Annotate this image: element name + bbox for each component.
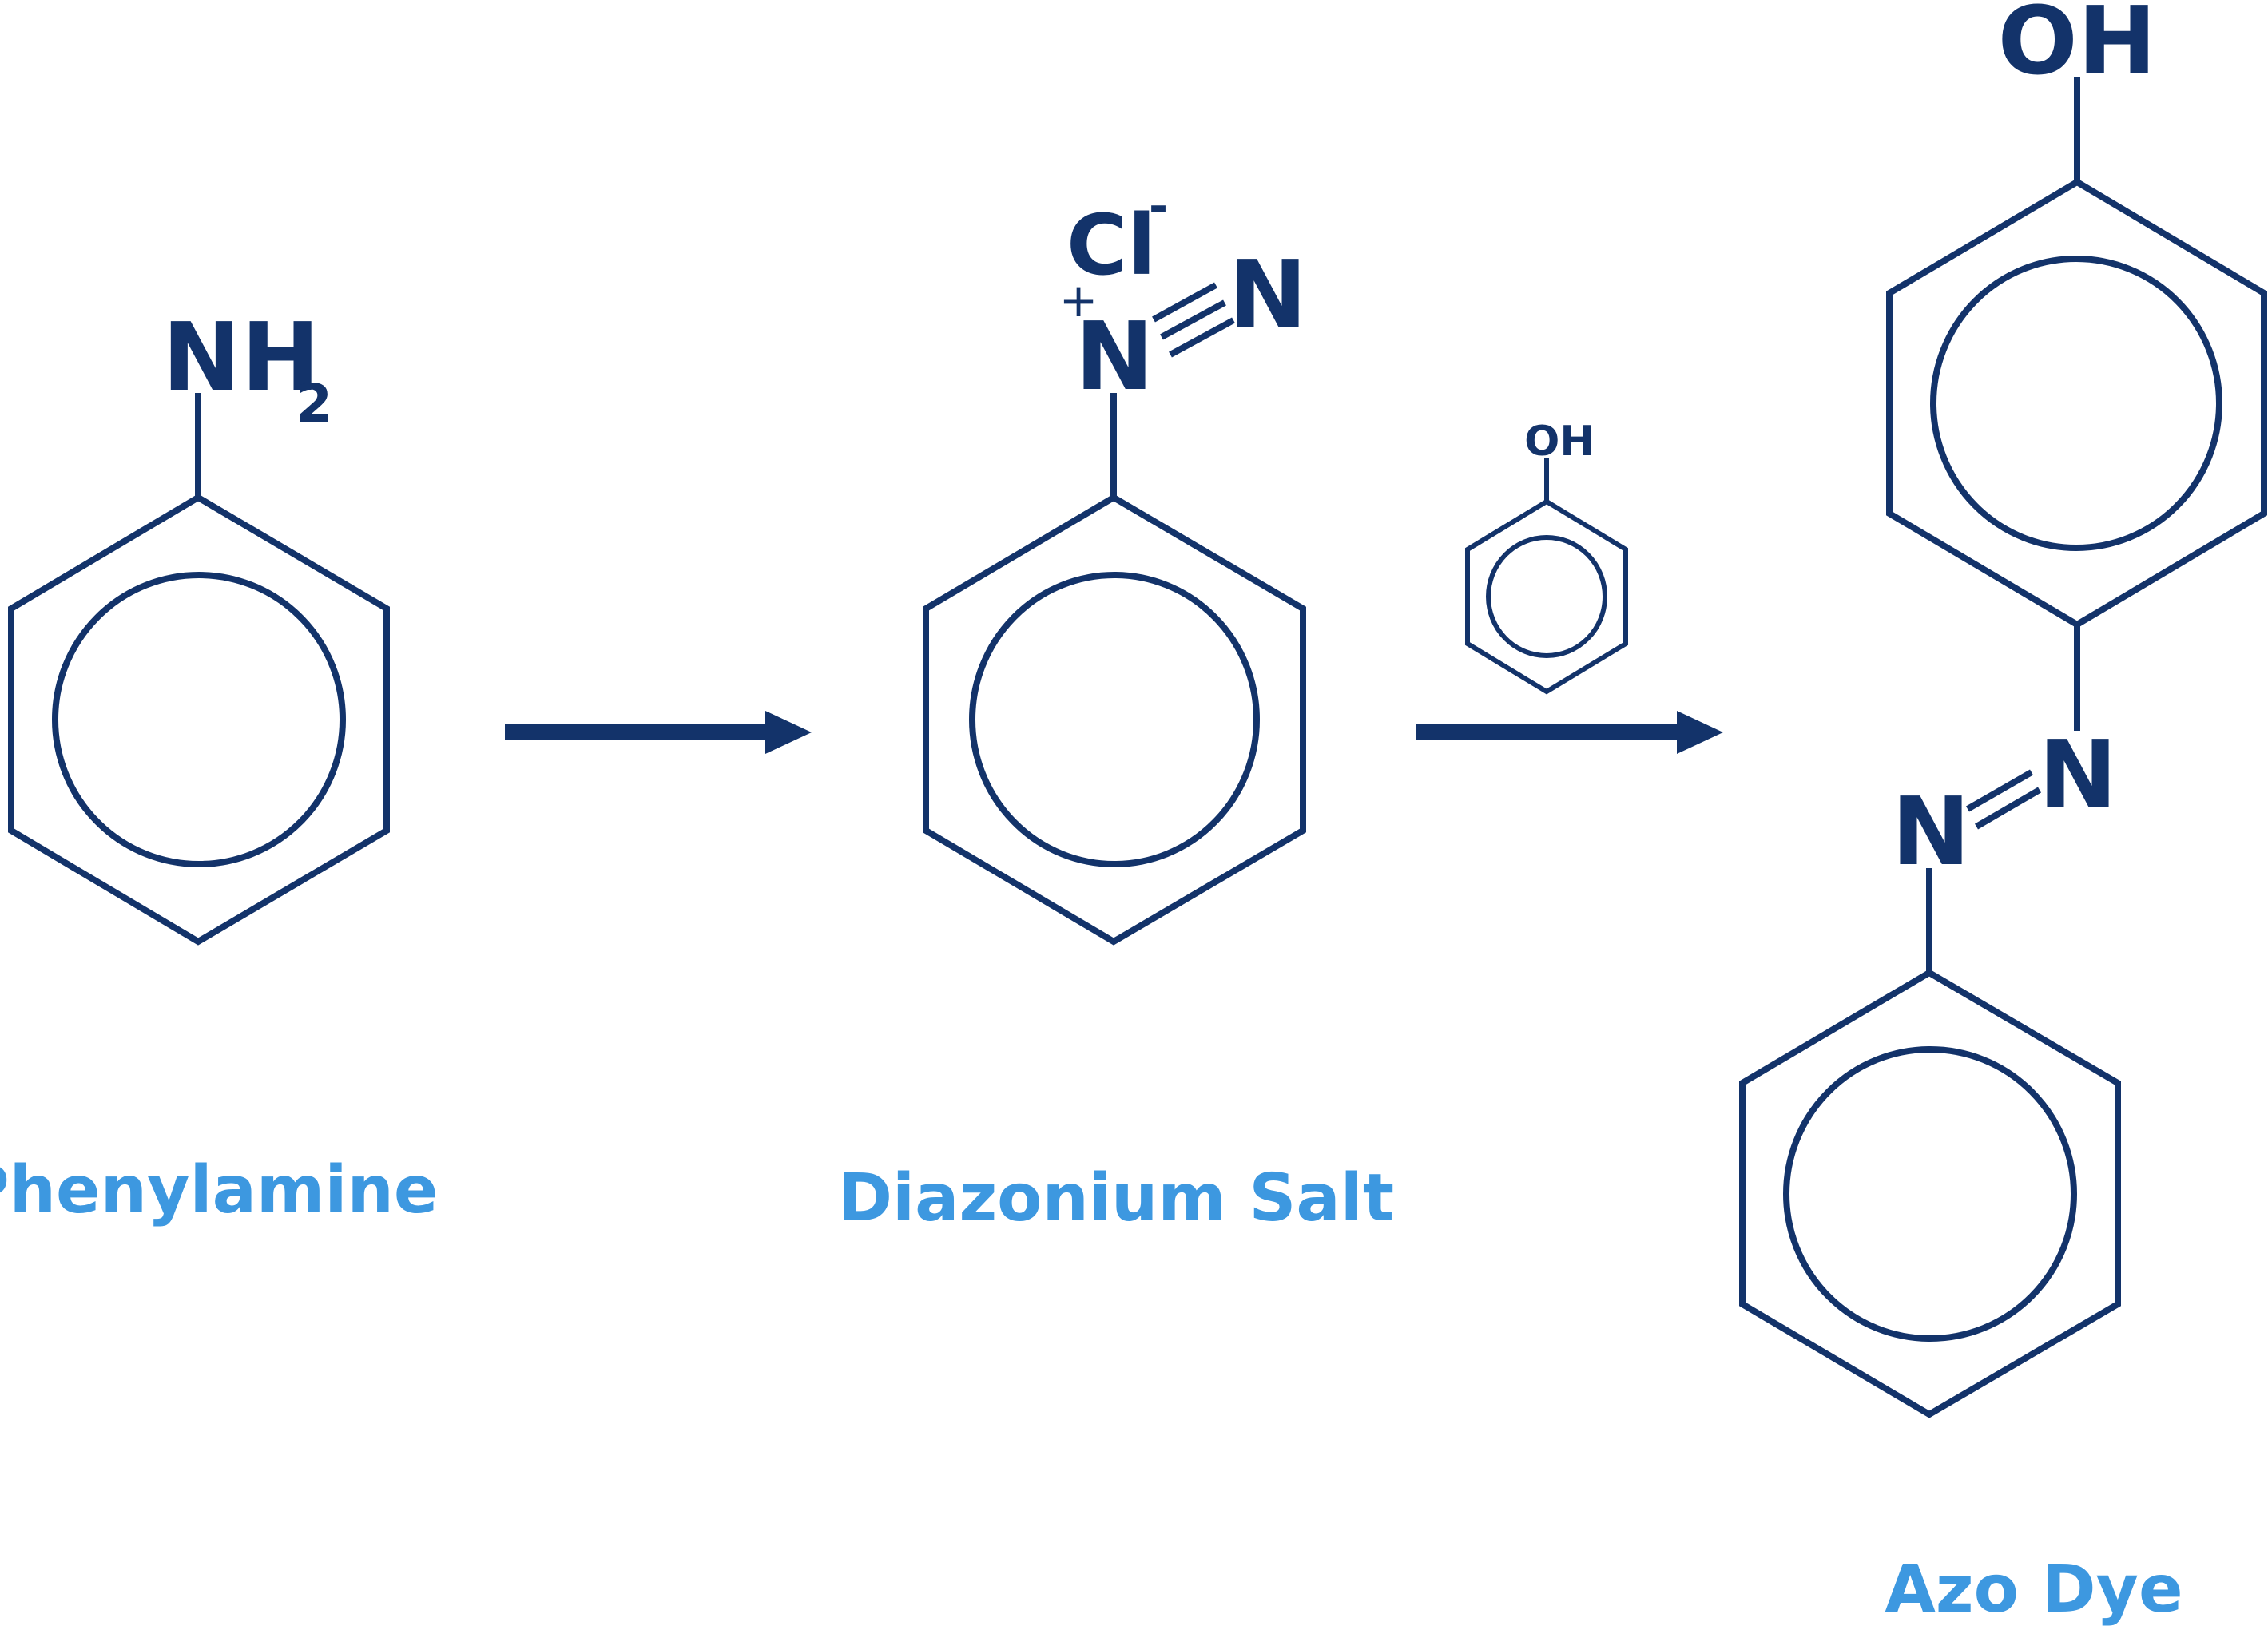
amine-subscript: 2 — [296, 373, 332, 434]
phenol-benzene-ring — [1465, 498, 1628, 695]
azo-dye-upper-aromatic-circle — [1930, 256, 2222, 551]
diazonium-n-atom: N — [1075, 301, 1154, 411]
phenol-reagent-structure: OH — [1465, 418, 1628, 695]
n-n-triple-bond — [1152, 282, 1235, 358]
azo-dye-structure: OH N N — [1739, 0, 2267, 1418]
diazonium-aromatic-circle — [969, 572, 1260, 867]
reaction-arrow-2 — [1416, 711, 1723, 754]
azo-dye-lower-aromatic-circle — [1783, 1046, 2077, 1342]
azo-n-atom-right: N — [2039, 720, 2118, 830]
arrow-1-head — [765, 711, 812, 754]
azo-dye-label: Azo Dye — [1885, 1552, 2183, 1628]
arrow-2-head — [1677, 711, 1723, 754]
diazonium-salt-structure: N + Cl - N — [923, 179, 1308, 946]
chloride-negative-charge: - — [1149, 179, 1168, 233]
azo-dye-upper-ring — [1886, 178, 2267, 629]
chloride-ion: Cl — [1066, 196, 1156, 294]
diazonium-salt-label: Diazonium Salt — [838, 1160, 1394, 1236]
azo-dye-lower-ring — [1739, 969, 2121, 1418]
phenol-aromatic-circle — [1486, 535, 1607, 658]
diazonium-terminal-n-atom: N — [1229, 240, 1308, 350]
diazonium-positive-charge: + — [1059, 273, 1098, 327]
n-n-double-bond — [1966, 769, 2042, 830]
arrow-1-shaft — [505, 724, 770, 740]
amine-group-label: NH — [162, 302, 320, 412]
diazonium-benzene-ring — [923, 494, 1306, 946]
phenylamine-aromatic-circle — [52, 572, 346, 867]
phenylamine-structure: NH 2 — [8, 302, 390, 946]
phenylamine-label: Phenylamine — [0, 1152, 438, 1228]
phenol-hydroxyl-group: OH — [1524, 418, 1595, 466]
arrow-2-shaft — [1416, 724, 1682, 740]
reaction-arrow-1 — [505, 711, 812, 754]
phenylamine-benzene-ring — [8, 494, 390, 946]
